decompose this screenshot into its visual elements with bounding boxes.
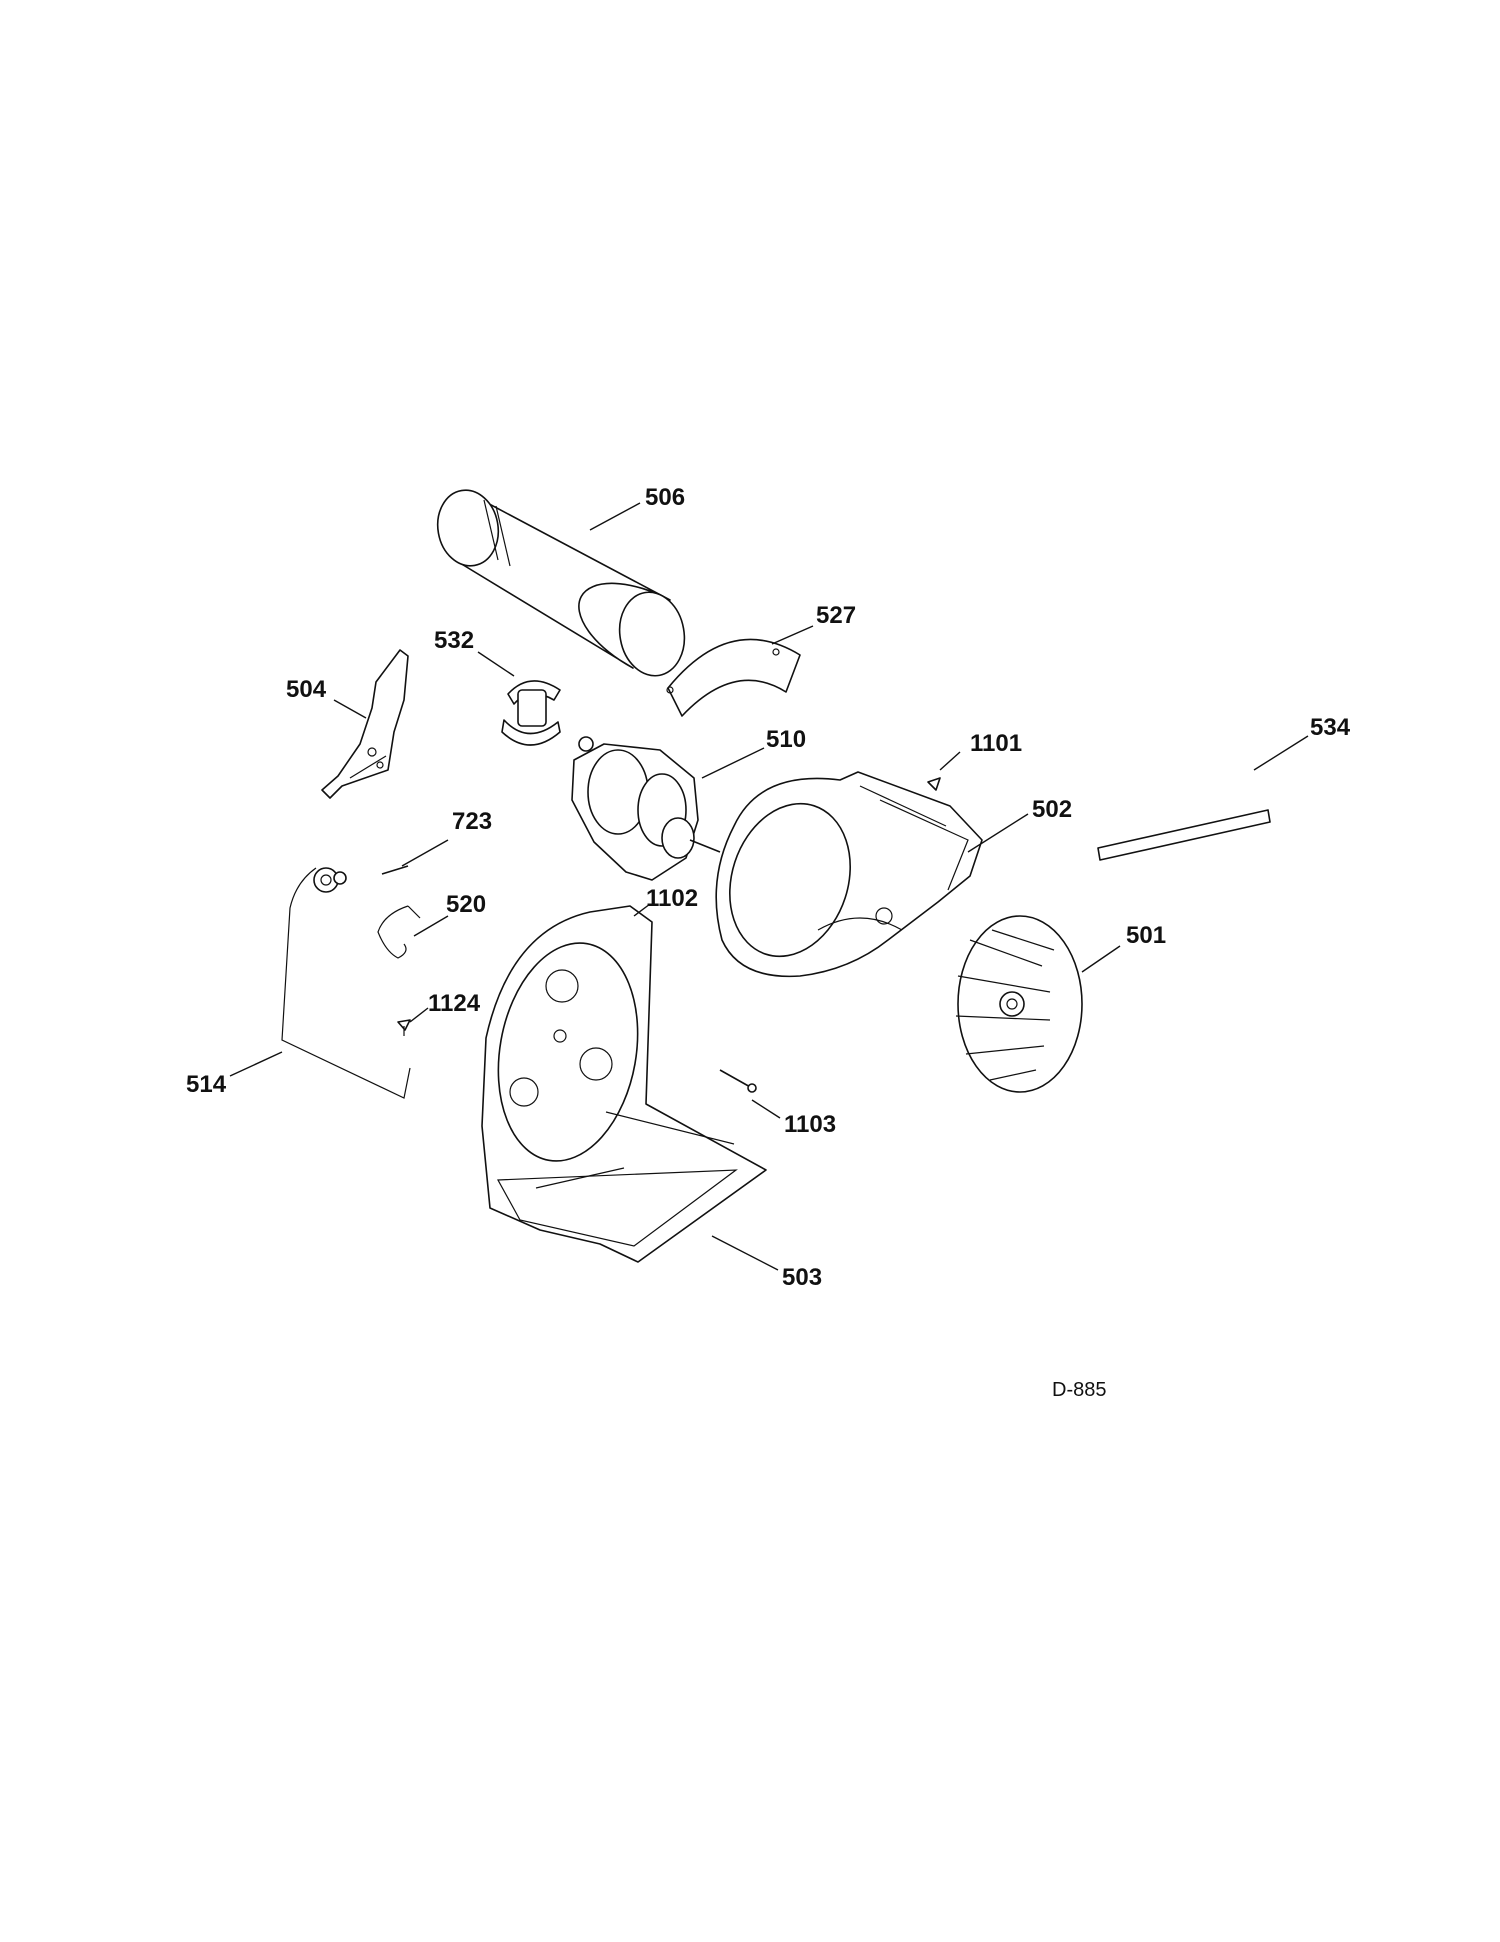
part-532-clamp bbox=[501, 680, 561, 746]
leader-514 bbox=[229, 1051, 283, 1077]
callout-504: 504 bbox=[286, 676, 327, 703]
callout-527: 527 bbox=[816, 602, 856, 629]
leader-1124 bbox=[409, 1007, 429, 1023]
diagram-id: D-885 bbox=[1052, 1379, 1106, 1401]
part-503-base bbox=[481, 905, 767, 1263]
part-514-idler-arm bbox=[281, 867, 411, 1099]
part-510-motor bbox=[571, 736, 721, 881]
part-502-blower-housing bbox=[715, 771, 983, 978]
callout-1102: 1102 bbox=[646, 885, 698, 912]
part-520-spring bbox=[377, 905, 421, 959]
part-534-seal-strip bbox=[1097, 809, 1271, 861]
callout-514: 514 bbox=[186, 1071, 227, 1098]
leader-lines bbox=[229, 502, 1309, 1271]
part-1124-screw bbox=[397, 1019, 411, 1036]
leader-534 bbox=[1253, 735, 1309, 771]
leader-502 bbox=[967, 813, 1029, 853]
leader-504 bbox=[333, 699, 367, 719]
leader-1103 bbox=[751, 1099, 781, 1119]
part-723-pin bbox=[381, 865, 409, 875]
callout-1101: 1101 bbox=[970, 730, 1022, 757]
callout-1103: 1103 bbox=[784, 1111, 836, 1138]
callout-503: 503 bbox=[782, 1264, 822, 1291]
callout-510: 510 bbox=[766, 726, 806, 753]
part-501-blower-wheel bbox=[955, 915, 1083, 1093]
part-1101-screw bbox=[927, 777, 941, 791]
part-527-shield bbox=[666, 638, 801, 717]
callout-506: 506 bbox=[645, 484, 685, 511]
callout-502: 502 bbox=[1032, 796, 1072, 823]
leader-1102 bbox=[633, 903, 651, 917]
callout-534: 534 bbox=[1310, 714, 1351, 741]
leader-527 bbox=[771, 625, 814, 645]
callout-1124: 1124 bbox=[428, 990, 481, 1017]
leader-510 bbox=[701, 747, 765, 779]
leader-723 bbox=[401, 839, 449, 867]
callout-532: 532 bbox=[434, 627, 474, 654]
leader-1101 bbox=[939, 751, 961, 771]
leader-501 bbox=[1081, 945, 1121, 973]
leader-520 bbox=[413, 915, 449, 937]
callout-723: 723 bbox=[452, 808, 492, 835]
callout-501: 501 bbox=[1126, 922, 1166, 949]
part-506-duct-tube bbox=[436, 489, 686, 677]
leader-506 bbox=[589, 502, 641, 531]
callout-520: 520 bbox=[446, 891, 486, 918]
callout-labels: 506 527 532 504 510 1101 534 502 723 520… bbox=[186, 484, 1351, 1291]
part-504-bracket bbox=[321, 649, 409, 799]
leader-532 bbox=[477, 651, 515, 677]
part-1103-screw bbox=[719, 1069, 757, 1093]
leader-503 bbox=[711, 1235, 779, 1271]
